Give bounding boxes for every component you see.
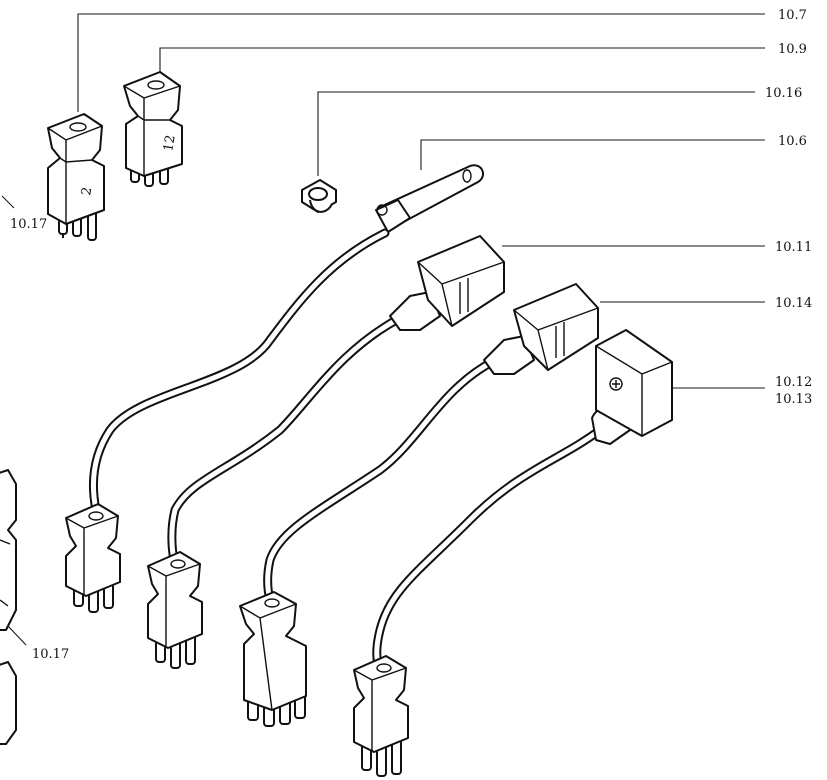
callouts: 10.7 10.9 10.16 10.6 10.11 10.14 10.12 1… bbox=[10, 8, 812, 662]
callout-10-14: 10.14 bbox=[775, 296, 812, 311]
cropped-parts-left bbox=[0, 469, 17, 745]
leader-10-16 bbox=[317, 91, 755, 176]
leader-lines bbox=[1, 13, 765, 646]
leader-10-17-top bbox=[1, 195, 15, 209]
part-mark-2: 2 bbox=[79, 186, 95, 197]
callout-10-16: 10.16 bbox=[765, 86, 802, 101]
cable-clamp-10-16 bbox=[301, 179, 337, 213]
callout-10-9: 10.9 bbox=[778, 42, 807, 57]
callout-10-7: 10.7 bbox=[778, 8, 807, 23]
square-connector-10-12-10-13 bbox=[353, 329, 673, 777]
leader-10-6 bbox=[420, 139, 765, 170]
callout-10-17-bottom: 10.17 bbox=[32, 647, 69, 662]
callout-10-13: 10.13 bbox=[775, 392, 812, 407]
callout-10-17-top: 10.17 bbox=[10, 217, 47, 232]
callout-10-11: 10.11 bbox=[775, 240, 812, 255]
sensor-cable-10-6 bbox=[65, 164, 485, 613]
connector-10-7: 2 bbox=[47, 113, 105, 241]
leader-10-17-bottom bbox=[7, 625, 27, 646]
callout-10-12: 10.12 bbox=[775, 375, 812, 390]
part-mark-12: 12 bbox=[161, 134, 179, 153]
connector-10-9: 12 bbox=[123, 71, 183, 187]
valve-connector-10-11 bbox=[147, 235, 505, 669]
leader-10-7 bbox=[77, 13, 765, 112]
leader-10-9 bbox=[159, 47, 765, 74]
valve-connector-10-14 bbox=[239, 283, 599, 727]
callout-10-6: 10.6 bbox=[778, 134, 807, 149]
